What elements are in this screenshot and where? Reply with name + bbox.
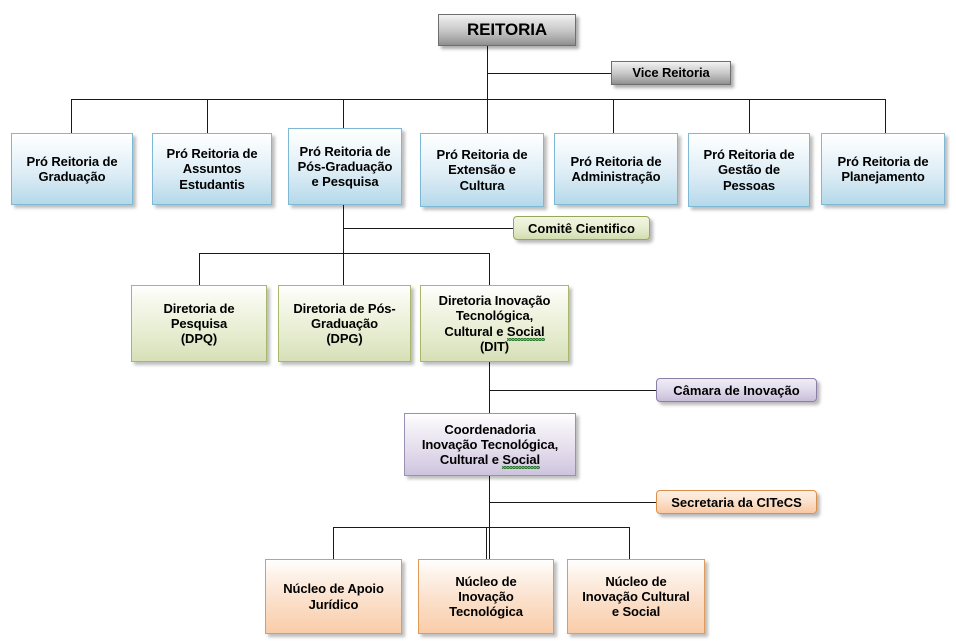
connector-coordenadoria-trunk [489,476,490,559]
node-pro-reitoria-assuntos-estudantis[interactable]: Pró Reitoria de Assuntos Estudantis [152,133,272,205]
connector-drop-nucleo-1 [333,527,334,559]
connector-drop-pro-6 [749,99,750,133]
connector-drop-nucleo-2 [486,527,487,559]
connector-drop-diretoria-3 [489,253,490,285]
node-nucleo-apoio-juridico[interactable]: Núcleo de Apoio Jurídico [265,559,402,634]
node-diretoria-pos-graduacao[interactable]: Diretoria de Pós- Graduação (DPG) [278,285,411,362]
connector-coordenadoria-to-secretaria [489,502,656,503]
node-label: Diretoria Inovação Tecnológica, Cultural… [438,292,551,354]
connector-drop-pro-2 [207,99,208,133]
connector-dit-to-camara [489,390,656,391]
connector-drop-pro-3 [343,99,344,133]
node-reitoria-label: REITORIA [466,19,548,39]
node-pro-reitoria-planejamento[interactable]: Pró Reitoria de Planejamento [821,133,945,205]
connector-drop-pro-7 [885,99,886,133]
node-coordenadoria-inovacao[interactable]: Coordenadoria Inovação Tecnológica, Cult… [404,413,576,476]
node-label: Núcleo de Apoio Jurídico [283,581,384,612]
connector-drop-pro-4 [487,99,488,133]
spellcheck-underline: Social [506,323,545,342]
connector-drop-nucleo-3 [629,527,630,559]
node-label: Pró Reitoria de Assuntos Estudantis [166,146,258,192]
node-label: Pró Reitoria de Planejamento [837,153,929,184]
connector-posgrad-trunk [343,205,344,285]
connector-drop-pro-1 [71,99,72,133]
spellcheck-underline: Social [502,452,541,470]
node-diretoria-pesquisa[interactable]: Diretoria de Pesquisa (DPQ) [131,285,267,362]
node-camara-inovacao-label: Câmara de Inovação [673,382,800,398]
node-vice-reitoria-label: Vice Reitoria [632,65,710,81]
connector-drop-pro-5 [613,99,614,133]
connector-proreitoria-bus [71,99,885,100]
node-pro-reitoria-gestao-pessoas[interactable]: Pró Reitoria de Gestão de Pessoas [688,133,810,207]
node-camara-inovacao[interactable]: Câmara de Inovação [656,378,817,402]
connector-root-to-vice [487,73,611,74]
node-label: Núcleo de Inovação Tecnológica [449,573,523,620]
node-label: Diretoria de Pesquisa (DPQ) [163,300,235,347]
node-nucleo-inovacao-tecnologica[interactable]: Núcleo de Inovação Tecnológica [418,559,554,634]
node-pro-reitoria-pos-graduacao-pesquisa[interactable]: Pró Reitoria de Pós-Graduação e Pesquisa [288,128,402,205]
node-pro-reitoria-graduacao[interactable]: Pró Reitoria de Graduação [11,133,133,205]
node-secretaria-citecs[interactable]: Secretaria da CITeCS [656,490,817,514]
node-label: Pró Reitoria de Graduação [26,153,118,184]
node-label: Pró Reitoria de Administração [570,153,662,184]
node-comite-cientifico[interactable]: Comitê Cientifico [513,216,650,240]
node-label: Coordenadoria Inovação Tecnológica, Cult… [421,421,559,470]
node-comite-cientifico-label: Comitê Cientifico [528,220,635,236]
node-reitoria[interactable]: REITORIA [438,14,576,46]
connector-nucleos-bus [333,527,629,528]
node-label: Pró Reitoria de Gestão de Pessoas [703,147,795,193]
node-vice-reitoria[interactable]: Vice Reitoria [611,61,731,85]
connector-root-trunk [487,46,488,99]
connector-drop-diretoria-2 [343,253,344,285]
connector-diretorias-bus [199,253,490,254]
node-label: Pró Reitoria de Pós-Graduação e Pesquisa [297,143,393,190]
node-nucleo-inovacao-cultural-social[interactable]: Núcleo de Inovação Cultural e Social [567,559,705,634]
connector-posgrad-to-comite [343,228,513,229]
node-label: Diretoria de Pós- Graduação (DPG) [293,300,396,347]
connector-drop-diretoria-1 [199,253,200,285]
node-diretoria-inovacao-tecnologica-cultural-social[interactable]: Diretoria Inovação Tecnológica, Cultural… [420,285,569,362]
node-pro-reitoria-administracao[interactable]: Pró Reitoria de Administração [554,133,678,205]
node-pro-reitoria-extensao-cultura[interactable]: Pró Reitoria de Extensão e Cultura [420,133,544,207]
node-label: Pró Reitoria de Extensão e Cultura [436,147,528,193]
node-label: Núcleo de Inovação Cultural e Social [582,573,690,620]
node-secretaria-citecs-label: Secretaria da CITeCS [671,494,802,510]
connector-dit-trunk [489,362,490,413]
